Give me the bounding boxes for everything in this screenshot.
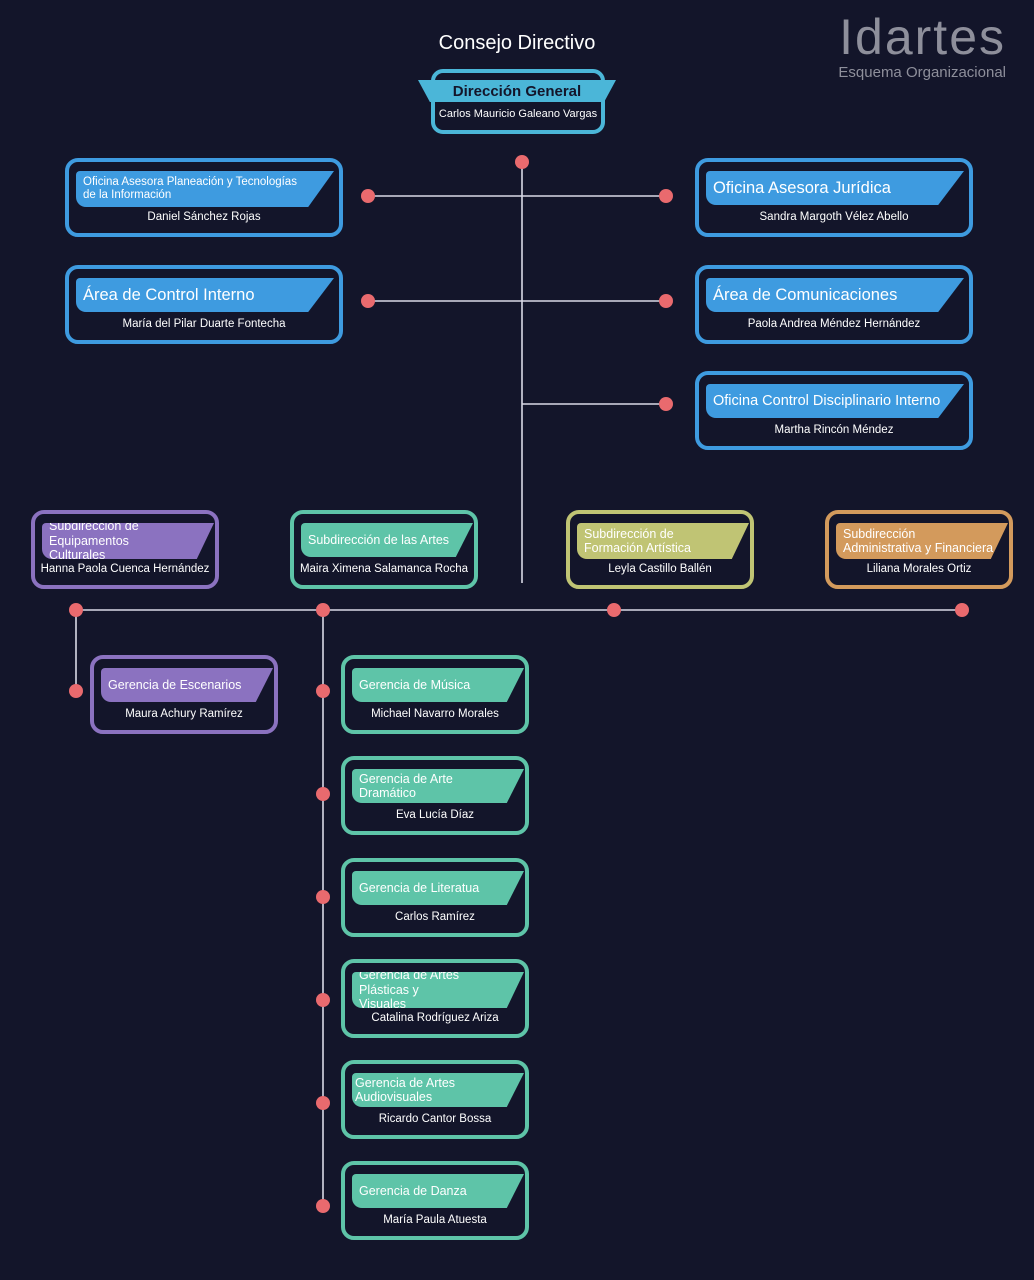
org-box-control-disciplinario[interactable]: Oficina Control Disciplinario Interno Ma… [695,371,973,450]
node-dot [69,684,83,698]
org-box-title: Subdirección de Equipamentos Culturales [42,523,214,559]
org-box-person: Martha Rincón Méndez [774,424,894,436]
org-box-ger-musica[interactable]: Gerencia de Música Michael Navarro Moral… [341,655,529,734]
org-box-title: Gerencia de Arte Dramático [352,769,524,803]
org-box-title: Gerencia de Literatua [352,871,524,905]
org-box-title: Oficina Asesora Jurídica [706,171,964,205]
node-dot [316,684,330,698]
org-box-sub-equipamentos[interactable]: Subdirección de Equipamentos Culturales … [31,510,219,589]
node-dot [659,189,673,203]
org-box-control-interno[interactable]: Área de Control Interno María del Pilar … [65,265,343,344]
org-box-person: Sandra Margoth Vélez Abello [759,211,909,223]
org-box-title: Gerencia de Danza [352,1174,524,1208]
node-dot [607,603,621,617]
org-box-person: Eva Lucía Díaz [396,809,474,821]
org-box-person: Michael Navarro Morales [371,708,499,720]
org-box-person: María del Pilar Duarte Fontecha [122,318,286,330]
node-dot [955,603,969,617]
org-box-sub-artes[interactable]: Subdirección de las Artes Maira Ximena S… [290,510,478,589]
org-box-ger-arte-dramatico[interactable]: Gerencia de Arte Dramático Eva Lucía Día… [341,756,529,835]
org-box-person: Liliana Morales Ortiz [866,563,972,575]
node-dot [69,603,83,617]
node-dot [659,294,673,308]
council-title: Consejo Directivo [438,32,596,54]
org-box-title: Subdirección de Formación Artística [577,523,749,559]
brand: Idartes Esquema Organizacional [838,12,1006,81]
org-box-ger-danza[interactable]: Gerencia de Danza María Paula Atuesta [341,1161,529,1240]
org-box-person: Carlos Ramírez [395,911,475,923]
org-box-person: Paola Andrea Méndez Hernández [747,318,921,330]
org-box-person: Daniel Sánchez Rojas [147,211,261,223]
org-box-title: Oficina Control Disciplinario Interno [706,384,964,418]
org-box-ger-audiovisuales[interactable]: Gerencia de Artes Audiovisuales Ricardo … [341,1060,529,1139]
org-box-comunicaciones[interactable]: Área de Comunicaciones Paola Andrea Ménd… [695,265,973,344]
org-box-planeacion[interactable]: Oficina Asesora Planeación y Tecnologías… [65,158,343,237]
org-box-person: María Paula Atuesta [383,1214,487,1226]
org-box-sub-formacion[interactable]: Subdirección de Formación Artística Leyl… [566,510,754,589]
node-dot [659,397,673,411]
org-box-juridica[interactable]: Oficina Asesora Jurídica Sandra Margoth … [695,158,973,237]
direccion-general-title: Dirección General [418,80,616,102]
node-dot [316,1096,330,1110]
org-box-title: Área de Control Interno [76,278,334,312]
org-box-person: Maira Ximena Salamanca Rocha [299,563,469,575]
org-box-person: Maura Achury Ramírez [125,708,243,720]
org-box-person: Ricardo Cantor Bossa [378,1113,492,1125]
node-dot [361,189,375,203]
org-box-title: Gerencia de Escenarios [101,668,273,702]
org-box-title: Subdirección de las Artes [301,523,473,557]
node-dot [515,155,529,169]
node-dot [316,787,330,801]
org-box-title: Área de Comunicaciones [706,278,964,312]
node-dot [316,1199,330,1213]
org-box-title: Gerencia de Artes Plásticas y Visuales [352,972,524,1008]
org-box-ger-artes-plasticas[interactable]: Gerencia de Artes Plásticas y Visuales C… [341,959,529,1038]
org-box-title: Gerencia de Artes Audiovisuales [352,1073,524,1107]
node-dot [316,993,330,1007]
node-dot [361,294,375,308]
brand-subtitle: Esquema Organizacional [838,64,1006,81]
org-box-title: Oficina Asesora Planeación y Tecnologías… [76,171,334,207]
brand-logo: Idartes [839,9,1006,65]
node-dot [316,890,330,904]
org-box-title: Subdirección Administrativa y Financiera [836,523,1008,559]
org-box-title: Gerencia de Música [352,668,524,702]
org-box-ger-escenarios[interactable]: Gerencia de Escenarios Maura Achury Ramí… [90,655,278,734]
org-box-person: Leyla Castillo Ballén [608,563,712,575]
node-dot [316,603,330,617]
org-box-person: Hanna Paola Cuenca Hernández [40,563,210,575]
org-box-person: Catalina Rodríguez Ariza [371,1012,499,1024]
org-box-sub-administrativa[interactable]: Subdirección Administrativa y Financiera… [825,510,1013,589]
direccion-general-person: Carlos Mauricio Galeano Vargas [438,108,598,120]
org-box-ger-literatura[interactable]: Gerencia de Literatua Carlos Ramírez [341,858,529,937]
